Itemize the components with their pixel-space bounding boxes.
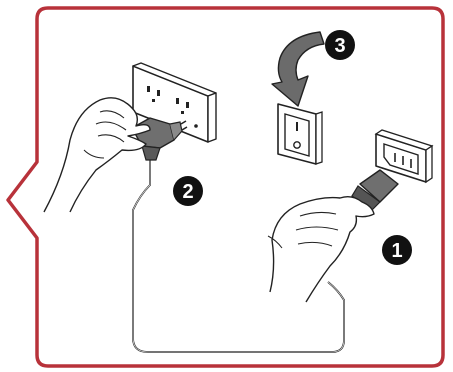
step-number-2: 2 [182, 181, 193, 203]
step-number-3: 3 [334, 35, 345, 57]
step-badge-3: 3 [325, 30, 355, 60]
step-badge-1: 1 [382, 235, 412, 265]
step-badge-2: 2 [173, 176, 203, 206]
step-number-1: 1 [391, 240, 402, 262]
